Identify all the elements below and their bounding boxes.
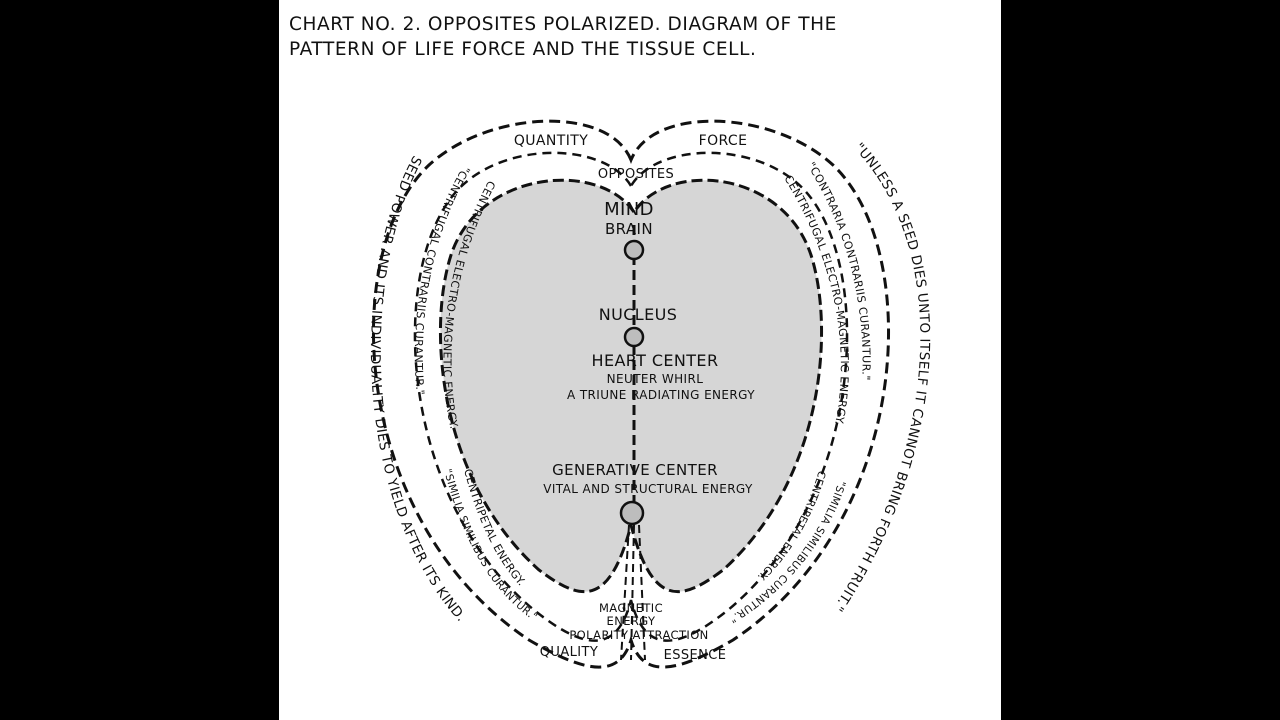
nucleus-label: NUCLEUS: [599, 305, 678, 324]
generative-center-label: GENERATIVE CENTER: [552, 461, 718, 479]
chart-title: CHART NO. 2. OPPOSITES POLARIZED. DIAGRA…: [289, 12, 989, 62]
quality-label: QUALITY: [540, 645, 598, 660]
energy-label: ENERGY: [607, 614, 656, 628]
generative-node: [619, 500, 645, 526]
triune-energy-label: A TRIUNE RADIATING ENERGY: [567, 388, 755, 402]
neuter-whirl-label: NEUTER WHIRL: [607, 372, 704, 386]
opposites-label: OPPOSITES: [598, 167, 674, 182]
force-label: FORCE: [699, 133, 748, 149]
life-force-diagram: QUANTITY FORCE OPPOSITES MIND BRAIN NUCL…: [367, 119, 932, 669]
inner-life-force-boundary: [413, 151, 849, 642]
polarity-attraction-label: POLARITY ATTRACTION: [569, 628, 708, 642]
brain-label: BRAIN: [605, 220, 653, 238]
diagram-page: CHART NO. 2. OPPOSITES POLARIZED. DIAGRA…: [279, 0, 1001, 720]
root-lines: [620, 524, 646, 661]
title-line-2: PATTERN OF LIFE FORCE AND THE TISSUE CEL…: [289, 39, 757, 60]
heart-center-label: HEART CENTER: [592, 351, 719, 370]
outer-life-force-boundary: [371, 119, 891, 669]
brain-node: [623, 239, 645, 261]
essence-label: ESSENCE: [664, 648, 727, 663]
magnetic-label: MAGNETIC: [599, 601, 663, 615]
vital-structural-label: VITAL AND STRUCTURAL ENERGY: [543, 482, 753, 496]
nucleus-node: [623, 326, 645, 348]
quantity-label: QUANTITY: [514, 133, 588, 149]
title-line-1: CHART NO. 2. OPPOSITES POLARIZED. DIAGRA…: [289, 14, 837, 35]
mind-label: MIND: [604, 199, 654, 220]
